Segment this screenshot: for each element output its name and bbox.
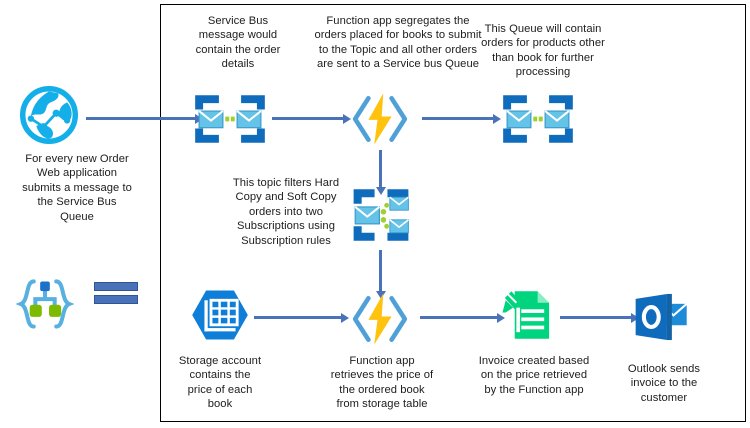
caption-outlook-sends: Outlook sends invoice to the customer [627, 363, 701, 404]
flow-queue1-to-function1 [272, 113, 351, 124]
logic-app-icon [16, 278, 74, 330]
storage-account-icon [192, 288, 248, 342]
invoice-document-icon [500, 288, 554, 342]
legend-bar-bottom [94, 295, 138, 304]
flow-function2-to-invoice [420, 312, 505, 323]
caption-service-bus-message: Service Bus message would contain the or… [195, 15, 281, 71]
caption-function-retrieves: Function app retrieves the price of the … [330, 355, 434, 411]
flow-web-to-queue1 [86, 113, 203, 124]
caption-function-segregates: Function app segregates the orders place… [314, 15, 482, 71]
legend-equals-bars [94, 282, 138, 308]
caption-queue-other-products: This Queue will contain orders for produ… [481, 23, 605, 79]
service-bus-topic-icon [350, 186, 412, 244]
flow-function1-to-topic [375, 150, 386, 195]
azure-function-icon [350, 290, 410, 348]
legend-bar-top [94, 282, 138, 291]
caption-invoice-created: Invoice created based on the price retri… [478, 355, 590, 396]
azure-function-icon [350, 90, 410, 148]
flow-invoice-to-outlook [560, 312, 639, 323]
caption-storage-account: Storage account contains the price of ea… [178, 355, 262, 411]
service-bus-queue-icon [500, 92, 576, 146]
caption-web-app: For every new Order Web application subm… [22, 153, 132, 223]
azure-pipeline-frame [160, 4, 746, 422]
flow-function1-to-queue2 [422, 113, 501, 124]
caption-topic-filters: This topic filters Hard Copy and Soft Co… [232, 177, 340, 247]
globe-network-icon [20, 86, 78, 144]
service-bus-queue-icon [192, 92, 268, 146]
flow-storage-to-function2 [254, 312, 349, 323]
flow-topic-to-function2 [375, 250, 386, 299]
outlook-icon [634, 292, 690, 342]
